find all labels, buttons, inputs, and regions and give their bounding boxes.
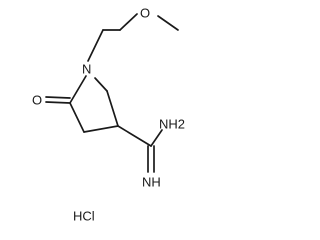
hydrochloride-label: HCl: [73, 209, 95, 224]
bond-c3-c4: [83, 125, 119, 133]
bond-n1-ca: [87, 29, 104, 62]
bond-o-methyl: [157, 15, 179, 31]
bond-cb-o: [119, 13, 138, 31]
ether-oxygen-label: O: [140, 6, 150, 21]
carbonyl-bond: [45, 96, 71, 104]
carbonyl-oxygen-label: O: [32, 93, 42, 108]
ring-nitrogen-label: N: [82, 62, 91, 77]
bond-camidine-nh2: [150, 129, 163, 147]
chemical-structure: N O O NH2 NH HCl: [32, 6, 185, 224]
imine-label: NH: [142, 175, 161, 190]
bond-n1-c2: [69, 75, 87, 104]
carbonyl-bond-line-1: [45, 101, 71, 104]
pyrrolidinone-ring: [69, 75, 119, 133]
amidine-group: [117, 125, 163, 173]
bond-c5-n1: [94, 77, 108, 92]
bond-c4-camidine: [117, 125, 152, 147]
carbonyl-bond-line-2: [45, 96, 71, 99]
bond-c2-c3: [69, 102, 85, 133]
methoxyethyl-chain: [87, 13, 179, 62]
bond-c4-c5: [106, 90, 119, 127]
amine-label: NH2: [159, 117, 185, 132]
